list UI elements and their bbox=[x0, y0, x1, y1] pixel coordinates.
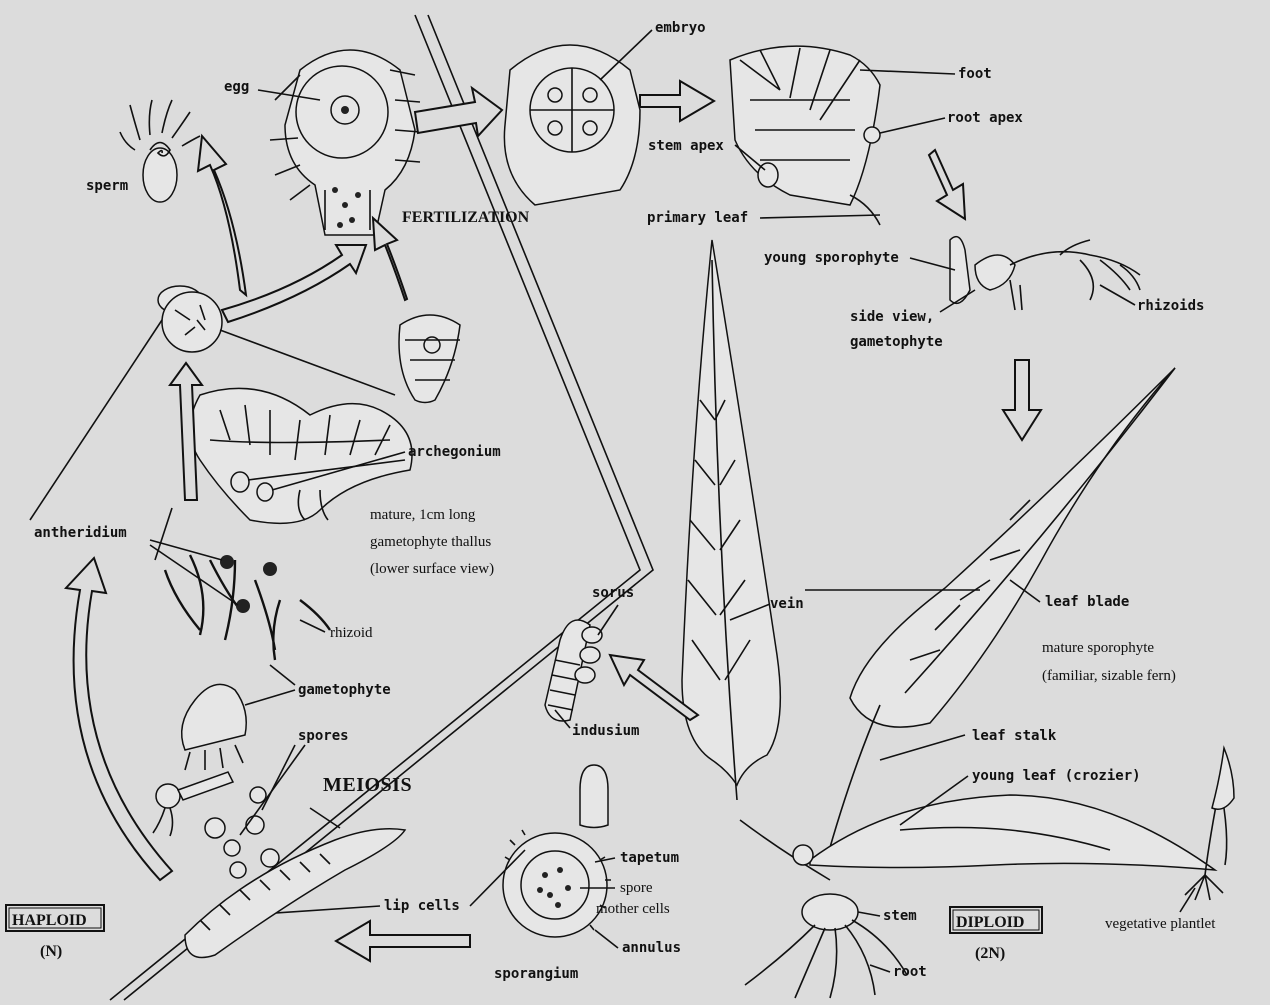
label-mature-sporophyte-note: (familiar, sizable fern) bbox=[1042, 668, 1176, 684]
label-sperm: sperm bbox=[86, 178, 128, 194]
egg-drawing bbox=[270, 50, 420, 235]
label-leaf-stalk: leaf stalk bbox=[972, 728, 1057, 744]
label-root: root bbox=[893, 964, 927, 980]
young-sporophyte-drawing bbox=[950, 237, 1140, 310]
sperm-drawing bbox=[120, 100, 200, 202]
embryo-drawing bbox=[504, 45, 640, 205]
label-diploid: DIPLOID bbox=[956, 914, 1024, 931]
label-young-sporophyte: young sporophyte bbox=[764, 250, 899, 266]
label-spore-mother-cells-2: mother cells bbox=[596, 901, 670, 917]
label-side-view-2: gametophyte bbox=[850, 334, 943, 350]
label-gametophyte: gametophyte bbox=[298, 682, 391, 698]
label-stem-apex: stem apex bbox=[648, 138, 724, 154]
young-embryo-drawing bbox=[730, 46, 880, 225]
label-diploid-n: (2N) bbox=[975, 945, 1005, 962]
thallus-drawing bbox=[190, 388, 412, 523]
label-root-apex: root apex bbox=[947, 110, 1023, 126]
label-fertilization: FERTILIZATION bbox=[402, 209, 530, 226]
archegonium-drawing bbox=[399, 315, 460, 403]
label-rhizoids: rhizoids bbox=[1137, 298, 1204, 314]
label-egg: egg bbox=[224, 79, 249, 95]
arrow-to-embryo bbox=[415, 88, 502, 136]
label-mature-sporophyte: mature sporophyte bbox=[1042, 640, 1154, 656]
label-vegetative-plantlet: vegetative plantlet bbox=[1105, 916, 1216, 932]
sporangium-drawing bbox=[503, 765, 611, 937]
label-haploid-n: (N) bbox=[40, 943, 62, 960]
antheridium-drawing bbox=[158, 286, 222, 352]
label-sporangium: sporangium bbox=[494, 966, 578, 982]
label-side-view-1: side view, bbox=[850, 309, 934, 325]
arrow-down-to-mature bbox=[1003, 360, 1041, 440]
label-stem: stem bbox=[883, 908, 917, 924]
thallus-underside-drawing bbox=[165, 555, 330, 660]
label-embryo: embryo bbox=[655, 20, 706, 36]
label-thallus-3: (lower surface view) bbox=[370, 561, 494, 577]
arrow-cycle-left bbox=[66, 558, 172, 880]
label-thallus-2: gametophyte thallus bbox=[370, 534, 491, 550]
arrow-to-lip-cells bbox=[336, 921, 470, 961]
sorus-drawing bbox=[545, 620, 602, 721]
label-spore-mother-cells: spore bbox=[620, 880, 653, 896]
label-antheridium: antheridium bbox=[34, 525, 127, 541]
label-vein: vein bbox=[770, 596, 804, 612]
label-spores: spores bbox=[298, 728, 349, 744]
label-foot-top: foot bbox=[958, 66, 992, 82]
label-primary-leaf: primary leaf bbox=[647, 210, 748, 226]
mature-sporophyte-drawing bbox=[682, 240, 1234, 998]
label-rhizoid: rhizoid bbox=[330, 625, 373, 641]
label-indusium: indusium bbox=[572, 723, 639, 739]
arrow-archegonium-to-egg bbox=[373, 218, 407, 300]
label-leaf-blade: leaf blade bbox=[1045, 594, 1129, 610]
label-tapetum: tapetum bbox=[620, 850, 679, 866]
label-thallus-1: mature, 1cm long bbox=[370, 507, 476, 523]
arrow-to-sporophyte bbox=[640, 81, 714, 121]
arrow-to-young-sporophyte bbox=[929, 150, 965, 219]
label-young-leaf: young leaf (crozier) bbox=[972, 768, 1141, 784]
label-archegonium: archegonium bbox=[408, 444, 501, 460]
arrow-to-sperm bbox=[198, 136, 246, 295]
label-sorus: sorus bbox=[592, 585, 634, 601]
label-annulus: annulus bbox=[622, 940, 681, 956]
label-meiosis: MEIOSIS bbox=[323, 774, 412, 796]
spores-drawing bbox=[153, 684, 405, 957]
label-haploid: HAPLOID bbox=[12, 912, 87, 929]
label-lip-cells: lip cells bbox=[384, 898, 460, 914]
